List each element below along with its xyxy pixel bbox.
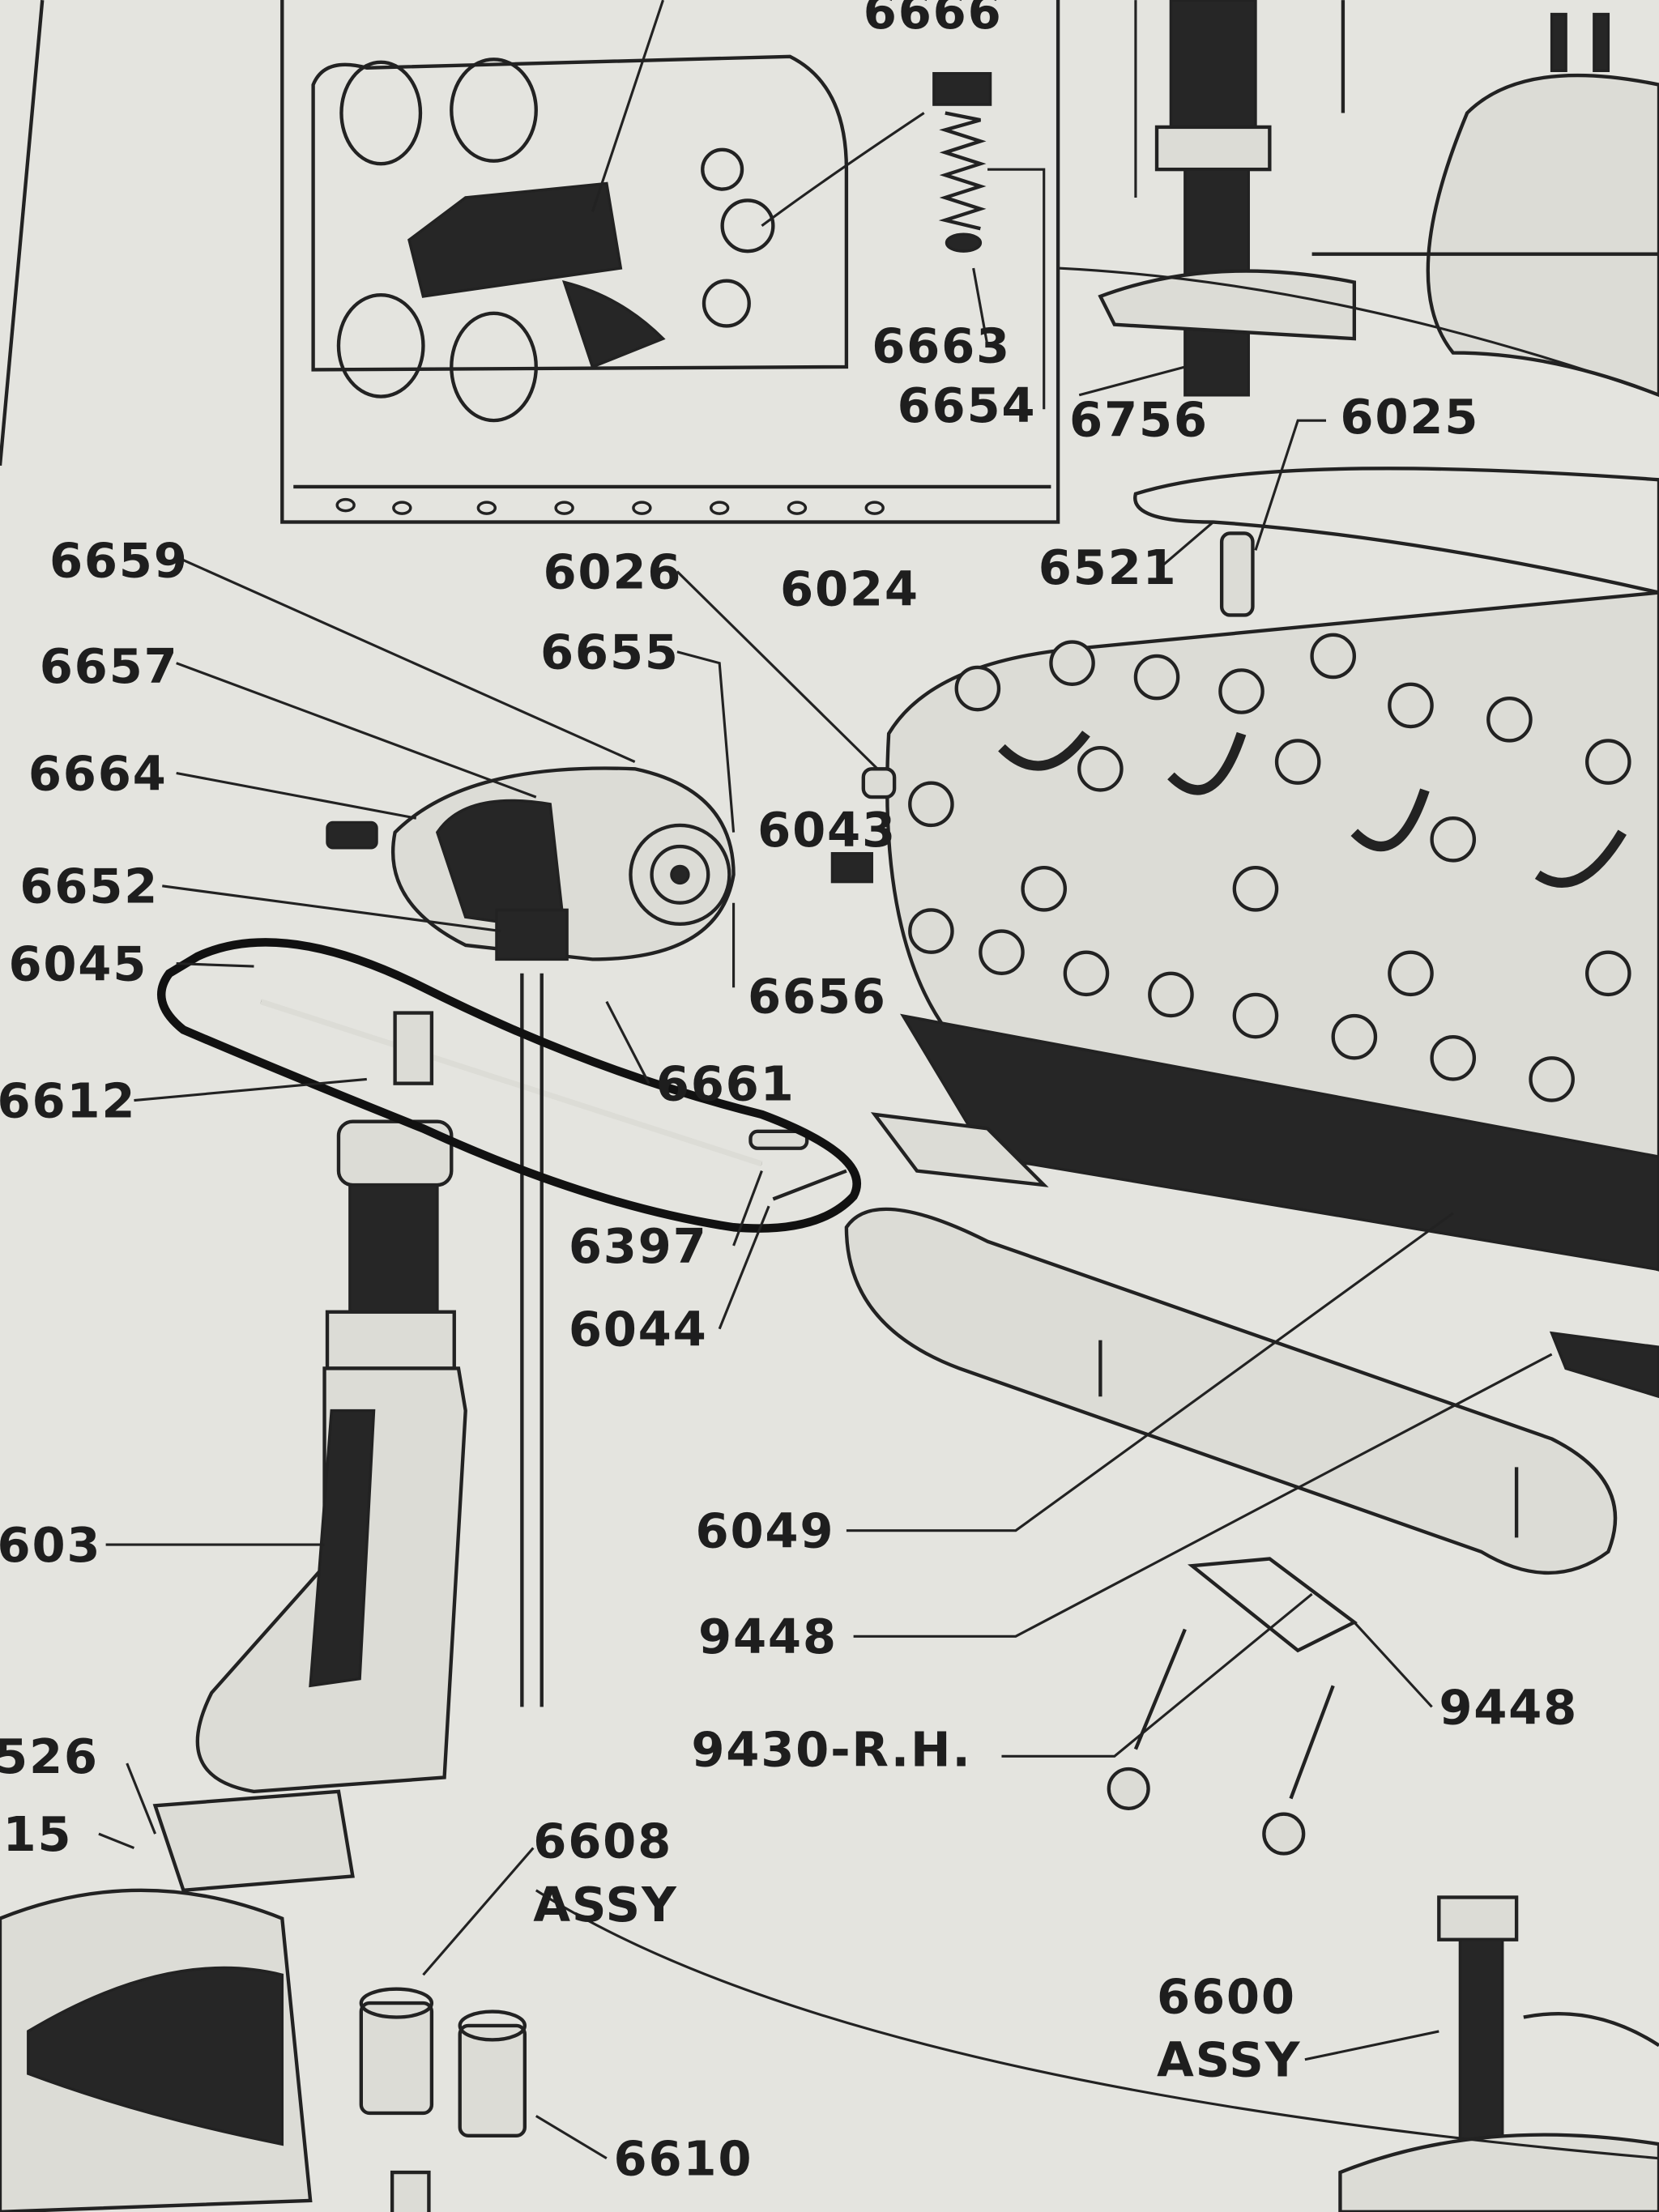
label-6756: 6756 xyxy=(1069,391,1209,447)
part-number-labels: 6666 6663 6654 6756 6025 6521 6659 6026 … xyxy=(0,0,1578,2187)
label-6608-assy: ASSY xyxy=(533,1877,677,1933)
label-6656: 6656 xyxy=(748,969,887,1025)
hand-drawn-circle-annotation xyxy=(157,938,861,1233)
distributor-6600-assy xyxy=(1338,1895,1659,2212)
label-603: 603 xyxy=(0,1517,101,1573)
page-border-line xyxy=(0,0,45,467)
oil-pump-shaft xyxy=(260,973,847,1707)
label-6025: 6025 xyxy=(1340,389,1479,445)
relief-valve-assembly xyxy=(932,71,992,253)
engine-block xyxy=(885,590,1659,1272)
dowel-6025 xyxy=(1219,531,1255,617)
label-leader-lines xyxy=(98,168,1553,2160)
studs-and-nuts xyxy=(1107,1628,1335,1856)
label-9430-rh: 9430-R.H. xyxy=(691,1722,971,1778)
leader-line xyxy=(535,1889,1659,2160)
label-6664: 6664 xyxy=(28,745,168,801)
label-6655: 6655 xyxy=(540,624,680,680)
label-6044: 6044 xyxy=(569,1302,708,1357)
label-6049: 6049 xyxy=(696,1503,835,1559)
label-6661: 6661 xyxy=(656,1056,795,1112)
oil-pump xyxy=(326,766,897,961)
label-9448-a: 9448 xyxy=(698,1609,838,1664)
label-6663: 6663 xyxy=(872,318,1011,374)
label-6045: 6045 xyxy=(8,936,147,992)
label-6612: 6612 xyxy=(0,1072,136,1128)
label-526: 526 xyxy=(0,1728,99,1784)
pan-gasket xyxy=(1133,467,1659,595)
oil-pan-rail xyxy=(844,1112,1659,1653)
label-6024: 6024 xyxy=(780,560,919,616)
label-6521: 6521 xyxy=(1038,539,1178,595)
label-6608: 6608 xyxy=(533,1813,672,1869)
label-6600: 6600 xyxy=(1157,1968,1296,2024)
inset-cutaway-view xyxy=(280,0,1060,524)
pump-gears xyxy=(359,1987,527,2212)
label-9448-b: 9448 xyxy=(1439,1679,1578,1735)
oil-pickup-tower xyxy=(0,1119,467,2212)
label-15: 15 xyxy=(2,1806,72,1862)
label-6397: 6397 xyxy=(569,1218,708,1274)
label-6026: 6026 xyxy=(543,543,682,599)
label-6659: 6659 xyxy=(49,532,189,588)
label-6666: 6666 xyxy=(864,0,1003,40)
distributor-housing xyxy=(1098,0,1357,397)
manifold xyxy=(1058,12,1659,398)
label-6657: 6657 xyxy=(40,638,179,694)
label-6610: 6610 xyxy=(614,2131,753,2187)
label-6043: 6043 xyxy=(757,802,897,858)
label-6600-assy: ASSY xyxy=(1157,2032,1301,2088)
label-6652: 6652 xyxy=(19,859,159,914)
label-6654: 6654 xyxy=(898,377,1037,433)
